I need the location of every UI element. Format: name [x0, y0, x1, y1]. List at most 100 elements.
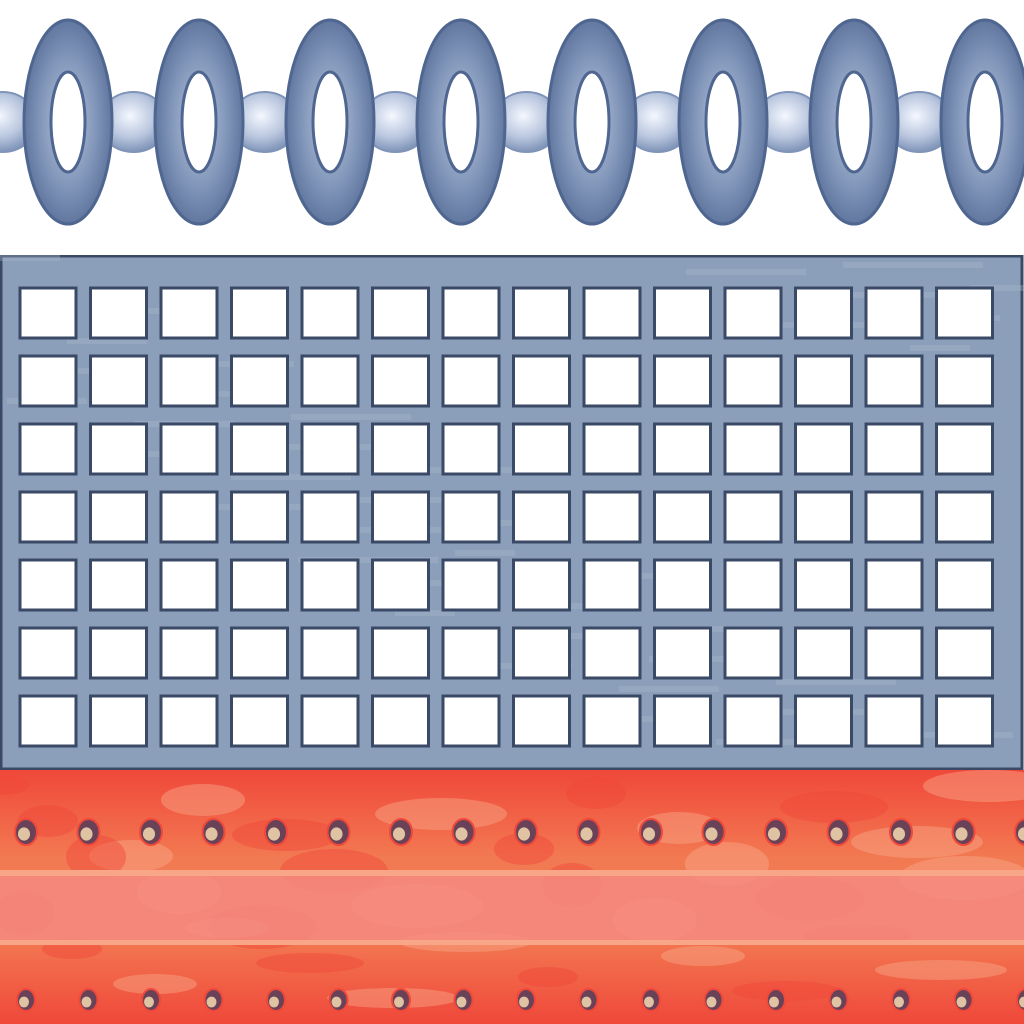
- lava-rivet: [264, 818, 288, 846]
- grate-hole: [371, 354, 430, 408]
- grate-hole: [794, 558, 853, 612]
- lava-rivet: [766, 988, 786, 1012]
- grate-hole: [653, 286, 712, 340]
- lava-rivet: [451, 818, 476, 846]
- grate-hole: [230, 490, 289, 544]
- grate-hole: [159, 354, 219, 408]
- grate-hole: [159, 558, 219, 612]
- grate-hole: [371, 422, 430, 476]
- grate-hole: [230, 422, 289, 476]
- grate-hole: [300, 558, 360, 612]
- lava-band: [0, 870, 1024, 945]
- lava-rivet: [78, 988, 99, 1012]
- lava-rivet: [764, 818, 788, 846]
- grate-hole: [441, 558, 501, 612]
- lava-rivet: [203, 988, 224, 1012]
- grate-hole: [18, 286, 78, 340]
- grate-hole: [159, 490, 219, 544]
- chain-link: [677, 18, 769, 226]
- grate-hole: [935, 490, 994, 544]
- grate-hole: [512, 490, 571, 544]
- grate-hole: [371, 558, 430, 612]
- grate-hole: [300, 286, 360, 340]
- grate-hole: [441, 490, 501, 544]
- grate-hole: [723, 422, 783, 476]
- grate-hole: [18, 490, 78, 544]
- grate-hole: [864, 694, 924, 748]
- lava-rivet: [701, 818, 726, 846]
- grate-hole: [653, 490, 712, 544]
- grate-hole: [230, 354, 289, 408]
- lava-rivet: [1016, 988, 1024, 1012]
- lava-rivet: [16, 988, 36, 1012]
- lava-rivet: [639, 818, 663, 846]
- grate-hole: [935, 694, 994, 748]
- grate-hole: [18, 422, 78, 476]
- grate-hole: [653, 626, 712, 680]
- chain-link: [415, 18, 507, 226]
- lava-rivet: [1014, 818, 1024, 846]
- lava-rivet: [328, 988, 349, 1012]
- grate-hole: [864, 286, 924, 340]
- lava-rivet: [514, 818, 538, 846]
- grate-hole: [18, 694, 78, 748]
- lava-rivet: [826, 818, 851, 846]
- lava-rivet: [516, 988, 536, 1012]
- chain-link: [153, 18, 245, 226]
- chain-link: [284, 18, 376, 226]
- chain-link: [22, 18, 114, 226]
- grate-hole: [794, 694, 853, 748]
- grate-hole: [582, 354, 642, 408]
- grate-hole: [441, 286, 501, 340]
- lava-rivet: [828, 988, 849, 1012]
- grate-hole: [935, 286, 994, 340]
- grate-hole: [159, 422, 219, 476]
- grate-hole: [371, 694, 430, 748]
- grate-hole: [441, 694, 501, 748]
- grate-hole: [512, 286, 571, 340]
- metal-grate-tile: [0, 255, 1024, 770]
- grate-hole: [371, 286, 430, 340]
- grate-hole: [794, 354, 853, 408]
- lava-rivet: [951, 818, 976, 846]
- grate-hole: [89, 694, 148, 748]
- grate-hole: [723, 490, 783, 544]
- grate-hole: [864, 354, 924, 408]
- grate-hole: [723, 354, 783, 408]
- lava-rivet: [889, 818, 913, 846]
- grate-hole: [512, 694, 571, 748]
- grate-hole: [230, 626, 289, 680]
- grate-hole: [723, 626, 783, 680]
- grate-hole: [371, 626, 430, 680]
- grate-hole: [794, 422, 853, 476]
- lava-rivet: [326, 818, 351, 846]
- grate-hole: [512, 626, 571, 680]
- grate-hole: [89, 422, 148, 476]
- chain-link-tile: [0, 0, 1024, 250]
- grate-hole: [653, 354, 712, 408]
- grate-hole: [441, 422, 501, 476]
- grate-hole: [300, 490, 360, 544]
- grate-hole: [582, 490, 642, 544]
- lava-rivet: [266, 988, 286, 1012]
- grate-hole: [89, 354, 148, 408]
- grate-hole: [89, 626, 148, 680]
- grate-hole: [18, 354, 78, 408]
- grate-hole: [582, 422, 642, 476]
- lava-rivet: [578, 988, 599, 1012]
- grate-hole: [18, 626, 78, 680]
- grate-hole: [512, 558, 571, 612]
- lava-rivet: [201, 818, 226, 846]
- grate-hole: [582, 558, 642, 612]
- lava-rivet: [891, 988, 911, 1012]
- chain-link: [808, 18, 900, 226]
- grate-hole: [512, 354, 571, 408]
- grate-hole: [794, 490, 853, 544]
- grate-hole: [794, 286, 853, 340]
- lava-rivet: [703, 988, 724, 1012]
- grate-hole: [300, 694, 360, 748]
- lava-rivet: [139, 818, 163, 846]
- grate-hole: [230, 694, 289, 748]
- grate-hole: [935, 354, 994, 408]
- metal-grate-graphic: [0, 255, 1024, 770]
